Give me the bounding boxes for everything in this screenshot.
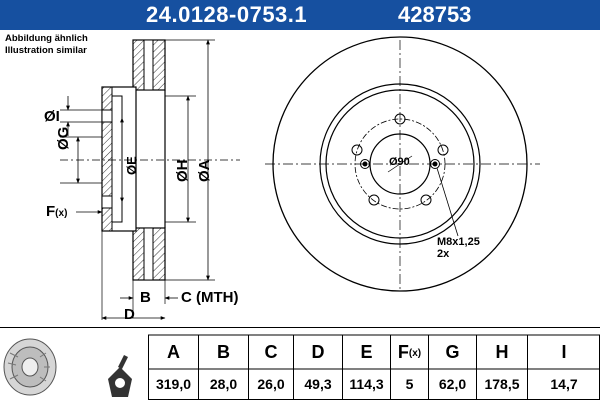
dim-label-f: F(x)	[46, 203, 67, 220]
table-header-text: A	[167, 342, 180, 362]
side-view-section	[60, 39, 240, 320]
threaded-hole	[360, 159, 370, 169]
dim-label-c: C (MTH)	[181, 289, 239, 306]
illustration-note: Abbildung ähnlich Illustration similar	[5, 33, 88, 57]
table-header-f: F(x)	[390, 335, 428, 369]
table-header-text: G	[445, 342, 460, 362]
table-value-e: 114,3	[342, 369, 390, 400]
table-value-d: 49,3	[293, 369, 342, 400]
table-value-b: 28,0	[198, 369, 248, 400]
table-header-text: E	[360, 342, 373, 362]
table-header-text: H	[495, 342, 509, 362]
table-header-i: I	[527, 335, 600, 369]
bolt-hole	[368, 194, 380, 206]
table-value-a: 319,0	[148, 369, 198, 400]
table-header-text: F	[397, 342, 409, 362]
table-header-b: B	[198, 335, 248, 369]
table-value-h: 178,5	[476, 369, 527, 400]
table-value-c: 26,0	[248, 369, 293, 400]
table-header-g: G	[428, 335, 476, 369]
part-number: 24.0128-0753.1	[146, 2, 308, 27]
table-header-text: C	[264, 342, 278, 362]
note-line-de: Abbildung ähnlich	[5, 33, 88, 44]
dim-label-a: ØA	[196, 159, 213, 183]
dim-label-b: B	[140, 289, 151, 306]
table-header-d: D	[293, 335, 342, 369]
thread-label: M8x1,25	[437, 236, 480, 248]
front-view	[265, 36, 540, 292]
table-value-f: 5	[390, 369, 428, 400]
dim-label-d: D	[124, 306, 135, 323]
table-header-sub: (x)	[408, 348, 422, 359]
dim-label-e: ØE	[124, 156, 139, 175]
friction-inner-edge	[319, 83, 481, 245]
table-header-text: I	[561, 342, 567, 362]
bolt-hole	[394, 113, 406, 125]
threaded-hole	[430, 159, 440, 169]
table-value-i: 14,7	[527, 369, 600, 400]
thread-count-label: 2x	[437, 248, 450, 260]
bolt-hole	[351, 144, 363, 156]
table-header-a: A	[148, 335, 198, 369]
title-bar: 24.0128-0753.1 428753	[0, 0, 600, 30]
bolt-hole	[437, 144, 449, 156]
technical-drawing	[60, 36, 540, 320]
dim-label-h: ØH	[174, 159, 191, 183]
dim-label-f-main: F	[46, 203, 56, 220]
table-header-text: B	[217, 342, 230, 362]
bolt-hole	[420, 194, 432, 206]
dim-label-f-sub: (x)	[55, 208, 68, 219]
pcd-circle	[354, 118, 446, 210]
brake-disc-thumbnail-icon	[3, 338, 57, 396]
dim-label-g: ØG	[55, 126, 72, 150]
table-header-text: D	[311, 342, 325, 362]
table-header-c: C	[248, 335, 293, 369]
dim-label-i: ØI	[44, 108, 60, 125]
table-header-e: E	[342, 335, 390, 369]
disc-outer-edge	[272, 36, 528, 292]
table-header-h: H	[476, 335, 527, 369]
disc-lug-icon	[108, 355, 132, 397]
table-value-g: 62,0	[428, 369, 476, 400]
reference-number: 428753	[398, 2, 472, 27]
pcd-label: Ø90	[389, 156, 410, 168]
note-line-en: Illustration similar	[5, 45, 87, 56]
